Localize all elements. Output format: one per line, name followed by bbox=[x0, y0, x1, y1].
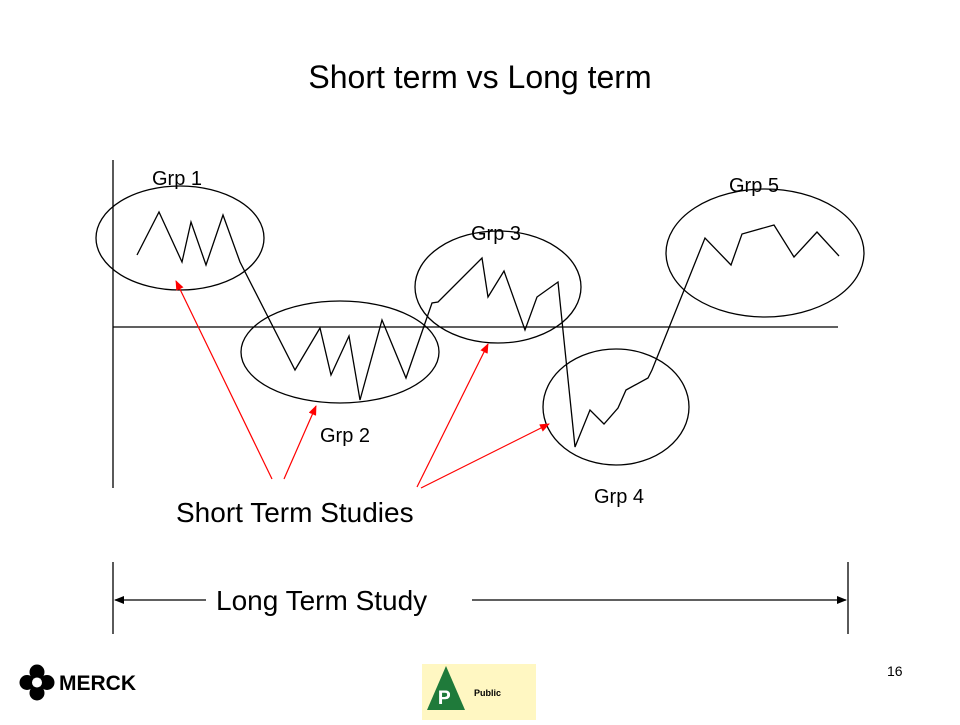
arrow-to-group-1 bbox=[175, 280, 273, 480]
group-5-label: Grp 5 bbox=[729, 175, 779, 197]
short-term-label: Short Term Studies bbox=[176, 497, 414, 528]
arrow-to-group-2 bbox=[283, 405, 317, 480]
long-term-label: Long Term Study bbox=[216, 585, 427, 616]
group-5-ellipse bbox=[665, 188, 865, 318]
page-title: Short term vs Long term bbox=[308, 59, 651, 95]
svg-text:P: P bbox=[438, 688, 451, 709]
trend-line bbox=[136, 210, 840, 448]
group-3-ellipse bbox=[414, 230, 582, 344]
group-4-label: Grp 4 bbox=[594, 486, 644, 508]
group-1-ellipse bbox=[95, 185, 265, 291]
merck-logo-icon bbox=[19, 664, 55, 701]
group-2-ellipse bbox=[240, 300, 440, 404]
group-4-ellipse bbox=[542, 348, 690, 466]
page-number: 16 bbox=[887, 663, 903, 679]
badge-text: Public bbox=[474, 688, 501, 698]
badge-letter: P bbox=[438, 688, 451, 709]
arrow-to-group-4 bbox=[420, 423, 550, 489]
arrow-to-group-3 bbox=[416, 343, 489, 488]
group-3-label: Grp 3 bbox=[471, 223, 521, 245]
public-badge-icon: P bbox=[422, 664, 536, 720]
group-1-label: Grp 1 bbox=[152, 168, 202, 190]
logo-text: MERCK bbox=[59, 672, 136, 695]
group-2-label: Grp 2 bbox=[320, 425, 370, 447]
